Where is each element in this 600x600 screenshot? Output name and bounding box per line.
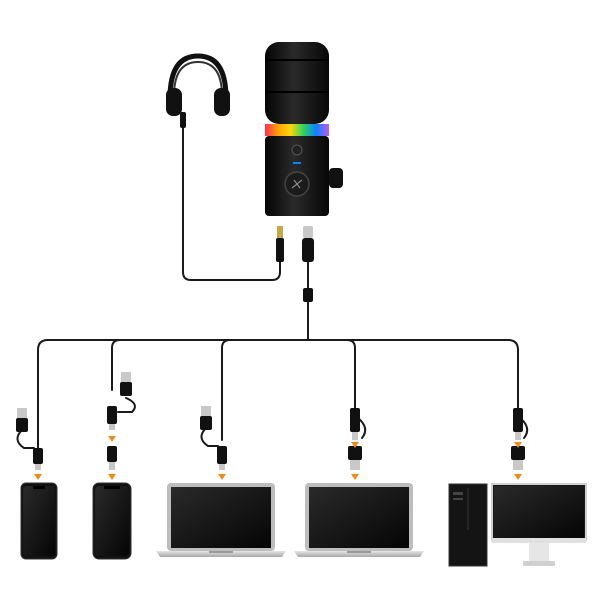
arrow-down-icon xyxy=(514,442,522,448)
laptop-icon xyxy=(156,483,286,557)
usb-c-plug-icon xyxy=(33,448,43,470)
arrow-down-icon xyxy=(351,442,359,448)
usb-c-plug-icon xyxy=(302,226,314,262)
branch-cable-4 xyxy=(346,339,356,411)
audio-jack-icon xyxy=(276,226,284,262)
arrow-down-icon xyxy=(351,474,359,480)
usb-c-plug-icon xyxy=(107,406,117,430)
mic-led-button xyxy=(291,144,303,156)
usb-a-plug-icon xyxy=(348,446,362,470)
usb-c-plug-icon xyxy=(350,408,360,440)
desktop-pc-icon xyxy=(448,483,587,567)
microphone-icon xyxy=(265,42,343,216)
arrow-down-icon xyxy=(514,474,522,480)
splitter-loop-3 xyxy=(200,427,219,447)
headphones-icon xyxy=(166,53,230,128)
ferrite-bead xyxy=(303,288,313,302)
smartphone-icon xyxy=(20,482,58,560)
headphone-cable xyxy=(182,127,281,281)
arrow-down-icon xyxy=(108,474,116,480)
usb-a-plug-icon xyxy=(200,406,212,430)
splitter-loop-1 xyxy=(16,429,35,449)
arrows xyxy=(34,436,522,480)
splitter-loop-2 xyxy=(117,397,136,413)
smartphone-icon xyxy=(92,482,132,560)
branch-cable-2 xyxy=(111,339,121,391)
usb-a-plug-icon xyxy=(511,446,525,470)
arrow-down-icon xyxy=(218,474,226,480)
branch-cable-3 xyxy=(221,339,231,441)
usb-a-plug-icon xyxy=(16,408,28,432)
distribution-cable xyxy=(37,339,519,451)
usb-c-plug-icon xyxy=(513,408,523,440)
mic-mount-knob xyxy=(329,168,343,188)
arrow-down-icon xyxy=(34,474,42,480)
usb-c-plug-icon xyxy=(217,446,227,470)
usb-c-plug-icon xyxy=(107,446,117,470)
usb-a-plug-icon xyxy=(120,372,132,396)
laptop-icon xyxy=(294,483,424,557)
arrow-down-icon xyxy=(108,436,116,442)
